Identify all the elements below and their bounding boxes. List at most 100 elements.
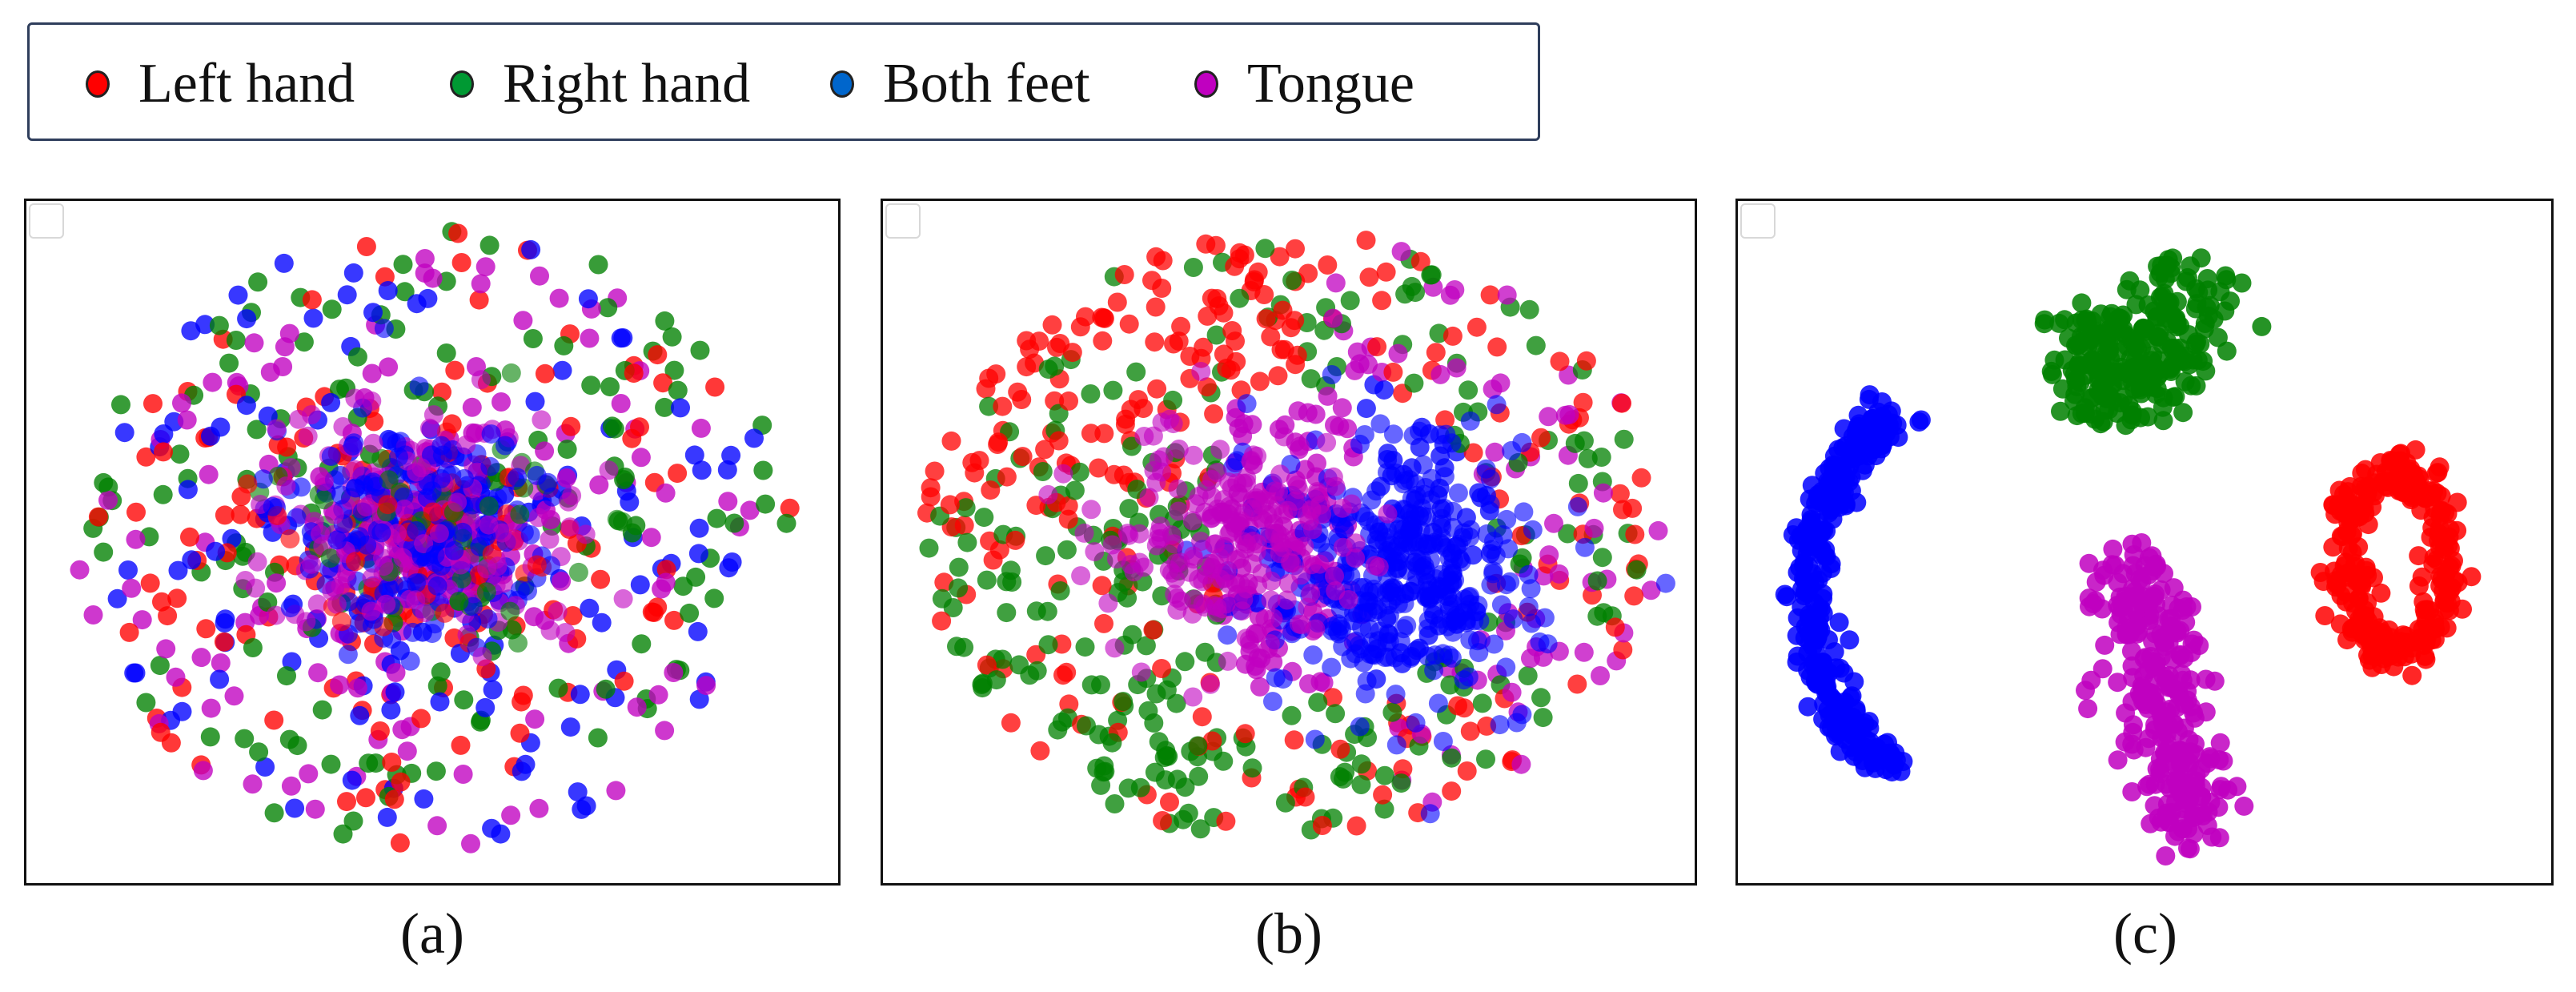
tongue-point bbox=[2169, 741, 2189, 761]
right-hand-point bbox=[977, 570, 997, 590]
both-feet-point bbox=[1223, 458, 1242, 478]
tongue-point bbox=[302, 405, 322, 424]
tongue-point bbox=[267, 573, 287, 593]
tongue-point bbox=[1298, 597, 1318, 617]
left-hand-point bbox=[1012, 390, 1032, 409]
tongue-point bbox=[1430, 364, 1451, 384]
tongue-point bbox=[2178, 838, 2197, 858]
tongue-point bbox=[535, 441, 555, 461]
tongue-point bbox=[122, 578, 142, 598]
both-feet-point bbox=[717, 460, 737, 480]
right-hand-point bbox=[248, 272, 268, 292]
tongue-point bbox=[1102, 535, 1122, 555]
right-hand-point bbox=[2166, 308, 2186, 328]
both-feet-point bbox=[337, 285, 357, 305]
left-hand-point bbox=[2435, 591, 2454, 611]
right-hand-point bbox=[1154, 748, 1174, 768]
left-hand-point bbox=[624, 363, 644, 384]
right-hand-point bbox=[431, 662, 451, 682]
right-hand-point bbox=[2102, 303, 2121, 323]
tongue-point bbox=[664, 663, 684, 682]
right-hand-point bbox=[1282, 271, 1302, 290]
both-feet-point bbox=[1394, 520, 1414, 539]
left-hand-point bbox=[1164, 334, 1183, 354]
right-hand-point bbox=[596, 679, 616, 699]
both-feet-point bbox=[1799, 537, 1819, 557]
both-feet-point bbox=[1523, 520, 1543, 540]
both-feet-point bbox=[520, 525, 540, 544]
both-feet-point bbox=[684, 445, 704, 465]
both-feet-point bbox=[481, 424, 501, 444]
left-hand-point bbox=[331, 612, 351, 632]
left-hand-point bbox=[1312, 816, 1332, 835]
panel-corner-box bbox=[885, 203, 921, 239]
tongue-point bbox=[379, 357, 399, 377]
tongue-point bbox=[394, 499, 414, 519]
tongue-point bbox=[1169, 440, 1189, 459]
tongue-point bbox=[1247, 534, 1267, 554]
both-feet-point bbox=[1322, 365, 1342, 384]
left-hand-point bbox=[1356, 231, 1376, 251]
tongue-point bbox=[1326, 581, 1346, 601]
both-feet-point bbox=[1451, 552, 1471, 572]
right-hand-point bbox=[993, 649, 1013, 669]
right-hand-point bbox=[956, 498, 976, 518]
tongue-point bbox=[475, 257, 496, 277]
right-hand-point bbox=[312, 700, 332, 720]
left-hand-point bbox=[1367, 337, 1387, 357]
left-hand-point bbox=[1457, 761, 1477, 781]
right-hand-point bbox=[1308, 693, 1328, 713]
left-hand-point bbox=[1270, 247, 1290, 267]
tongue-point bbox=[345, 460, 365, 480]
tongue-point bbox=[356, 497, 376, 517]
left-hand-point bbox=[1093, 308, 1113, 327]
right-hand-point bbox=[2189, 283, 2209, 303]
both-feet-point bbox=[1386, 735, 1406, 755]
tongue-point bbox=[177, 410, 197, 430]
tongue-point bbox=[1502, 682, 1522, 702]
left-hand-point bbox=[2362, 657, 2382, 677]
both-feet-point bbox=[1442, 588, 1463, 608]
both-feet-point bbox=[303, 308, 323, 328]
both-feet-point bbox=[1490, 715, 1510, 735]
right-hand-point bbox=[2142, 351, 2161, 371]
tongue-point bbox=[530, 266, 549, 286]
both-feet-point bbox=[363, 472, 383, 492]
left-hand-point bbox=[2383, 452, 2403, 472]
right-hand-point bbox=[1526, 335, 1546, 355]
right-hand-point bbox=[449, 592, 469, 612]
both-feet-point bbox=[381, 700, 401, 720]
left-hand-point bbox=[1047, 337, 1066, 357]
right-hand-point bbox=[2210, 282, 2230, 302]
tongue-point bbox=[1261, 590, 1281, 610]
both-feet-point bbox=[1855, 455, 1875, 475]
tongue-point bbox=[2174, 694, 2194, 714]
tongue-point bbox=[560, 517, 580, 537]
right-hand-point bbox=[454, 690, 474, 710]
tongue-point bbox=[1105, 638, 1125, 658]
left-hand-point bbox=[1222, 321, 1242, 340]
both-feet-point bbox=[172, 701, 192, 721]
both-feet-point bbox=[1794, 586, 1814, 605]
left-hand-point bbox=[1248, 262, 1268, 282]
right-hand-point bbox=[2217, 341, 2237, 361]
both-feet-point bbox=[525, 392, 545, 412]
left-hand-point bbox=[1198, 377, 1217, 397]
both-feet-point bbox=[1519, 596, 1539, 616]
tongue-point bbox=[1165, 584, 1185, 604]
tongue-point bbox=[423, 268, 443, 288]
tongue-point bbox=[548, 601, 568, 621]
tongue-point bbox=[397, 741, 417, 761]
tongue-point bbox=[2159, 813, 2179, 833]
tongue-point bbox=[2116, 587, 2136, 606]
both-feet-point bbox=[1496, 575, 1516, 595]
tongue-point bbox=[2178, 757, 2198, 777]
left-hand-point bbox=[2430, 518, 2450, 538]
tongue-point bbox=[1202, 470, 1222, 489]
both-feet-point bbox=[1456, 612, 1476, 633]
tongue-point bbox=[1369, 557, 1389, 577]
tongue-point bbox=[1332, 398, 1352, 418]
both-feet-point bbox=[1414, 484, 1434, 504]
both-feet-point bbox=[1263, 692, 1282, 712]
right-hand-point bbox=[1587, 606, 1607, 626]
